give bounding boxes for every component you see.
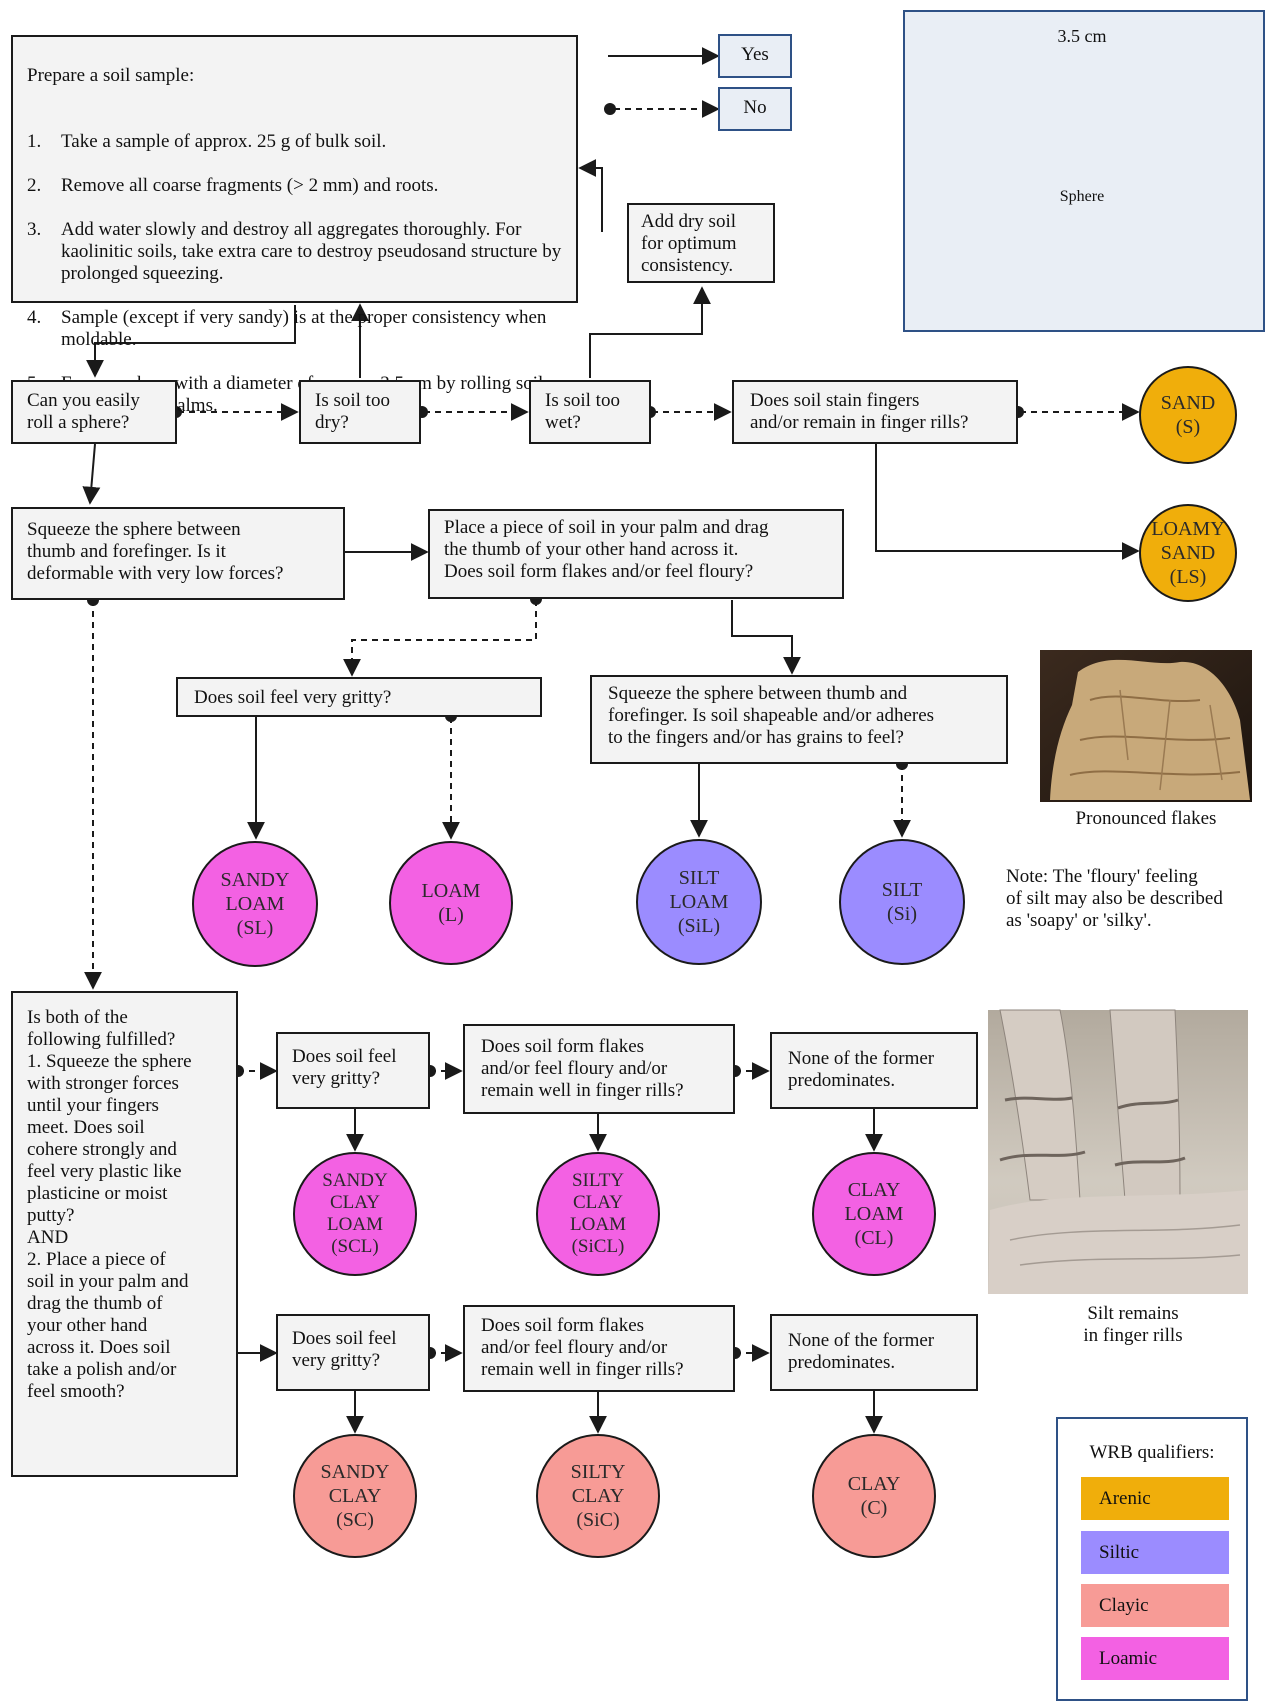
legend-item-clayic: Clayic bbox=[1081, 1584, 1229, 1627]
both-fulfilled-question: Is both of the following fulfilled? 1. S… bbox=[11, 991, 238, 1477]
finger-rills-photo bbox=[988, 1009, 1248, 1294]
yes-key: Yes bbox=[718, 34, 792, 78]
texture-sand: SAND (S) bbox=[1139, 366, 1237, 464]
too-wet-question: Is soil too wet? bbox=[529, 380, 651, 444]
texture-silt: SILT (Si) bbox=[839, 839, 965, 965]
legend-item-siltic: Siltic bbox=[1081, 1531, 1229, 1574]
step-item: 1.Take a sample of approx. 25 g of bulk … bbox=[27, 131, 387, 152]
legend-item-loamic: Loamic bbox=[1081, 1637, 1229, 1680]
stain-fingers-question: Does soil stain fingers and/or remain in… bbox=[732, 380, 1018, 444]
prepare-steps: 1.Take a sample of approx. 25 g of bulk … bbox=[27, 109, 562, 439]
wrb-legend bbox=[1056, 1417, 1248, 1701]
wrb-legend-title: WRB qualifiers: bbox=[1089, 1442, 1215, 1463]
step-item: 2.Remove all coarse fragments (> 2 mm) a… bbox=[27, 175, 439, 196]
texture-silty-clay-loam: SILTY CLAY LOAM (SiCL) bbox=[536, 1152, 660, 1276]
texture-sandy-loam: SANDY LOAM (SL) bbox=[192, 841, 318, 967]
texture-loam: LOAM (L) bbox=[389, 841, 513, 965]
very-gritty-question-top: Does soil feel very gritty? bbox=[176, 677, 542, 717]
step-item: 4.Sample (except if very sandy) is at th… bbox=[27, 307, 547, 350]
sphere-label: Sphere bbox=[1059, 188, 1105, 205]
squeeze-low-force-question: Squeeze the sphere between thumb and for… bbox=[11, 507, 345, 600]
none-predominates-low: None of the former predominates. bbox=[770, 1314, 978, 1391]
step-item: 3.Add water slowly and destroy all aggre… bbox=[27, 219, 562, 284]
texture-clay-loam: CLAY LOAM (CL) bbox=[812, 1152, 936, 1276]
flakes-caption: Pronounced flakes bbox=[1075, 808, 1217, 829]
texture-loamy-sand: LOAMY SAND (LS) bbox=[1139, 504, 1237, 602]
roll-sphere-question: Can you easily roll a sphere? bbox=[11, 380, 177, 444]
flakes-photo bbox=[1040, 650, 1252, 802]
texture-silt-loam: SILT LOAM (SiL) bbox=[636, 839, 762, 965]
sphere-diameter-label: 3.5 cm bbox=[1057, 26, 1107, 46]
palm-flakes-question: Place a piece of soil in your palm and d… bbox=[428, 509, 844, 599]
shapeable-question: Squeeze the sphere between thumb and for… bbox=[590, 675, 1008, 764]
legend-key-arrows bbox=[604, 47, 720, 118]
floury-note: Note: The 'floury' feeling of silt may a… bbox=[1006, 866, 1223, 931]
flakes-floury-question-mid: Does soil form flakes and/or feel floury… bbox=[463, 1024, 735, 1114]
none-predominates-mid: None of the former predominates. bbox=[770, 1032, 978, 1109]
very-gritty-question-mid: Does soil feel very gritty? bbox=[276, 1032, 430, 1109]
finger-rills-caption: Silt remains in finger rills bbox=[1083, 1303, 1183, 1346]
texture-sandy-clay: SANDY CLAY (SC) bbox=[293, 1434, 417, 1558]
flakes-floury-question-low: Does soil form flakes and/or feel floury… bbox=[463, 1305, 735, 1392]
very-gritty-question-low: Does soil feel very gritty? bbox=[276, 1314, 430, 1391]
legend-item-arenic: Arenic bbox=[1081, 1477, 1229, 1520]
sphere-panel bbox=[903, 10, 1265, 332]
texture-silty-clay: SILTY CLAY (SiC) bbox=[536, 1434, 660, 1558]
prepare-sample-box: Prepare a soil sample: 1.Take a sample o… bbox=[11, 35, 578, 416]
texture-sandy-clay-loam: SANDY CLAY LOAM (SCL) bbox=[293, 1152, 417, 1276]
add-dry-soil-box: Add dry soil for optimum consistency. bbox=[627, 203, 775, 283]
texture-clay: CLAY (C) bbox=[812, 1434, 936, 1558]
too-dry-question: Is soil too dry? bbox=[299, 380, 421, 444]
prepare-sample-title: Prepare a soil sample: bbox=[27, 65, 195, 86]
no-key: No bbox=[718, 87, 792, 131]
